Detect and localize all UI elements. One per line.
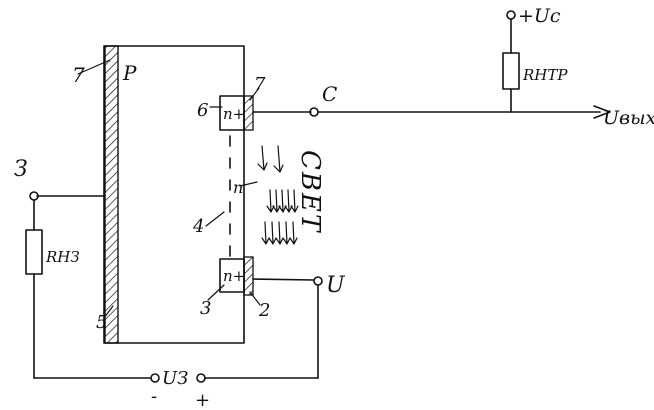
wire-source xyxy=(252,278,315,281)
gate-electrode-left xyxy=(104,45,119,344)
resistor-gate xyxy=(25,229,43,275)
gate-voltage-plus-node[interactable] xyxy=(196,373,206,383)
terminal-u-node[interactable] xyxy=(313,276,323,286)
resistor-load xyxy=(502,52,520,90)
label-gate-voltage: UЗ xyxy=(162,368,188,389)
label-num-3: 3 xyxy=(200,298,211,319)
label-u-terminal: U xyxy=(326,273,346,298)
label-c-terminal: С xyxy=(322,82,337,106)
label-resistor-load: RНТР xyxy=(522,66,568,84)
gate-voltage-minus-node[interactable] xyxy=(150,373,160,383)
label-supply: +Uс xyxy=(518,5,561,27)
supply-terminal-node[interactable] xyxy=(506,10,516,20)
label-p-layer: P xyxy=(122,61,137,85)
light-arrows xyxy=(257,145,299,245)
label-light: СВЕТ xyxy=(295,150,325,233)
leader-lines xyxy=(77,59,261,319)
output-arrow-icon xyxy=(593,105,611,119)
label-gate-terminal: З xyxy=(14,157,28,182)
label-num-4: 4 xyxy=(192,216,204,237)
label-num-2: 2 xyxy=(258,300,270,321)
label-resistor-gate: RНЗ xyxy=(45,248,80,266)
semiconductor-body xyxy=(103,45,245,344)
n-plus-region-bottom xyxy=(219,258,245,293)
drain-contact-strip xyxy=(243,95,254,131)
label-num-6: 6 xyxy=(197,100,208,121)
label-n-layer: n xyxy=(233,178,243,197)
source-contact-strip xyxy=(243,256,254,296)
label-n-plus-top: n+ xyxy=(223,105,245,123)
label-num-7-left: 7 xyxy=(72,63,85,87)
n-plus-region-top xyxy=(219,95,245,131)
label-minus: - xyxy=(151,386,157,407)
label-plus: + xyxy=(195,390,210,410)
label-n-plus-bottom: n+ xyxy=(223,267,245,285)
label-num-7-right: 7 xyxy=(254,74,266,95)
label-num-5: 5 xyxy=(96,312,107,333)
label-output: Uвых xyxy=(603,107,654,129)
